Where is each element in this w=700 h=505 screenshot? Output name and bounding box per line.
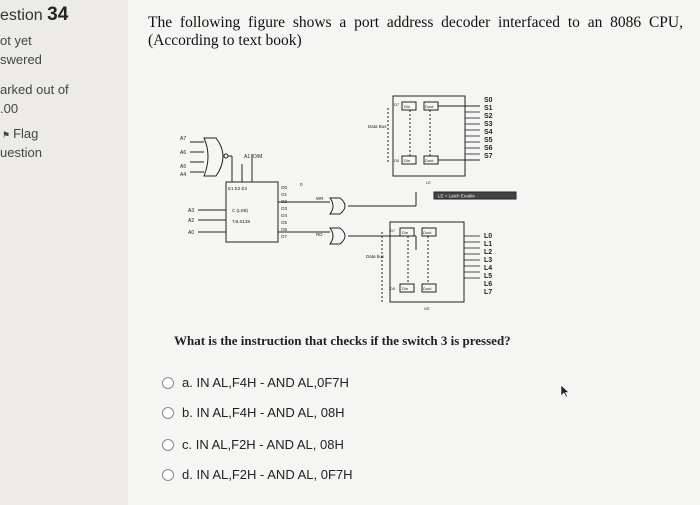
decoder-output: O1 <box>281 192 288 197</box>
radio-button[interactable] <box>162 406 174 419</box>
mouse-cursor-icon <box>560 384 570 398</box>
question-prompt: What is the instruction that checks if t… <box>174 333 511 348</box>
switch-label: S4 <box>484 129 493 136</box>
addr-label: A3 <box>188 208 194 214</box>
question-number: estion 34 <box>0 4 68 26</box>
inverter-bubble <box>223 153 229 159</box>
pin-label: Din <box>404 104 410 109</box>
decoder-output: O6 <box>281 227 288 232</box>
switch-label: S0 <box>484 97 493 104</box>
marked-out-of-label: arked out of <box>0 82 69 97</box>
switch-label: S5 <box>484 137 493 144</box>
pin-label: Dout <box>423 230 432 235</box>
decoder-output: O4 <box>281 213 288 218</box>
question-label: estion <box>0 7 43 24</box>
radio-button[interactable] <box>162 438 174 451</box>
buffer-pin-box <box>401 155 417 165</box>
question-info-sidebar: estion 34 ot yet swered arked out of .00… <box>0 0 128 505</box>
latch-enable-text: LE = Latch Enable <box>438 194 475 199</box>
radio-button[interactable] <box>162 468 174 481</box>
option-label: c. IN AL,F2H - AND AL, 08H <box>182 437 344 452</box>
pin-label: Din <box>404 158 410 163</box>
pin-label: D7 <box>394 102 400 107</box>
decoder-output: O5 <box>281 220 288 225</box>
pin-label: D7 <box>390 228 396 233</box>
answer-option-d[interactable]: d. IN AL,F2H - AND AL, 0F7H <box>162 467 353 482</box>
latch-pin-box <box>399 283 415 293</box>
answer-option-a[interactable]: a. IN AL,F4H - AND AL,0F7H <box>162 375 349 390</box>
output-latch <box>389 221 465 303</box>
radio-button[interactable] <box>162 376 174 389</box>
switch-label: S7 <box>484 153 493 160</box>
addr-label: A4 <box>180 172 186 178</box>
decoder-output: O7 <box>281 234 288 239</box>
question-content: The following figure shows a port addres… <box>128 0 700 505</box>
answer-option-c[interactable]: c. IN AL,F2H - AND AL, 08H <box>162 437 344 452</box>
latch-pin-box <box>399 227 415 237</box>
decoder-label: C (LSB) <box>232 208 249 213</box>
addr-label: A6 <box>180 150 186 156</box>
latch-pin-box <box>421 227 437 237</box>
switch-label: S1 <box>484 105 493 112</box>
decoder-label: 74LS138 <box>232 219 251 224</box>
flag-question-button[interactable]: ⚑Flag <box>2 126 38 141</box>
le-label: LE <box>426 180 431 185</box>
pin-label: Dout <box>425 104 434 109</box>
decoder-circuit-figure: A7 A6 A5 A4 A1 IO/M E1 E2 E3 C (LSB) 74L… <box>168 72 568 312</box>
or-gate <box>203 137 224 177</box>
answer-option-b[interactable]: b. IN AL,F4H - AND AL, 08H <box>162 405 345 420</box>
switch-label: S6 <box>484 145 493 152</box>
latch-pin-box <box>421 283 437 293</box>
status-line-1: ot yet <box>0 33 32 48</box>
zero-label: 0 <box>300 182 303 187</box>
oe-label: OE <box>424 306 430 311</box>
led-label: L5 <box>484 273 492 280</box>
decoder-74ls138 <box>225 181 279 243</box>
or-gate-buffer <box>329 227 346 245</box>
switch-label: S3 <box>484 121 493 128</box>
addr-label: A2 <box>188 218 194 224</box>
data-bus-label: Data bus <box>366 254 385 259</box>
data-bus-label: Data Bus <box>368 124 387 129</box>
option-label: a. IN AL,F4H - AND AL,0F7H <box>182 375 349 390</box>
or-gate-latch <box>329 197 346 215</box>
addr-label: A5 <box>180 164 186 170</box>
flag-label-2: uestion <box>0 145 42 160</box>
io-label: A1 IO/M <box>244 154 262 160</box>
question-number-value: 34 <box>47 4 69 25</box>
option-label: d. IN AL,F2H - AND AL, 0F7H <box>182 467 353 482</box>
option-label: b. IN AL,F4H - AND AL, 08H <box>182 405 345 420</box>
led-label: L7 <box>484 289 492 296</box>
led-label: L0 <box>484 233 492 240</box>
pin-label: Dout <box>425 158 434 163</box>
status-line-2: swered <box>0 52 42 67</box>
led-label: L2 <box>484 249 492 256</box>
led-label: L4 <box>484 265 492 272</box>
pin-label: Din <box>402 286 408 291</box>
led-label: L1 <box>484 241 492 248</box>
question-text: The following figure shows a port addres… <box>148 14 683 49</box>
buffer-pin-box <box>401 101 417 111</box>
circuit-diagram: A7 A6 A5 A4 A1 IO/M E1 E2 E3 C (LSB) 74L… <box>180 95 517 311</box>
pin-label: D0 <box>394 158 400 163</box>
pin-label: D0 <box>390 286 396 291</box>
flag-label: Flag <box>13 126 39 141</box>
pin-label: Dout <box>423 286 432 291</box>
wr-label: WR <box>316 196 324 201</box>
flag-icon: ⚑ <box>2 130 11 140</box>
pin-label: Din <box>402 230 408 235</box>
led-label: L3 <box>484 257 492 264</box>
decoder-output: O3 <box>281 206 288 211</box>
addr-label: A0 <box>188 230 194 236</box>
latch-enable-legend <box>433 191 517 200</box>
decoder-output: O0 <box>281 185 288 190</box>
addr-label: A7 <box>180 136 186 142</box>
led-label: L6 <box>484 281 492 288</box>
rd-label: RD <box>316 232 323 237</box>
marked-out-of-value: .00 <box>0 101 19 116</box>
switch-label: S2 <box>484 113 493 120</box>
enable-labels: E1 E2 E3 <box>228 186 248 191</box>
